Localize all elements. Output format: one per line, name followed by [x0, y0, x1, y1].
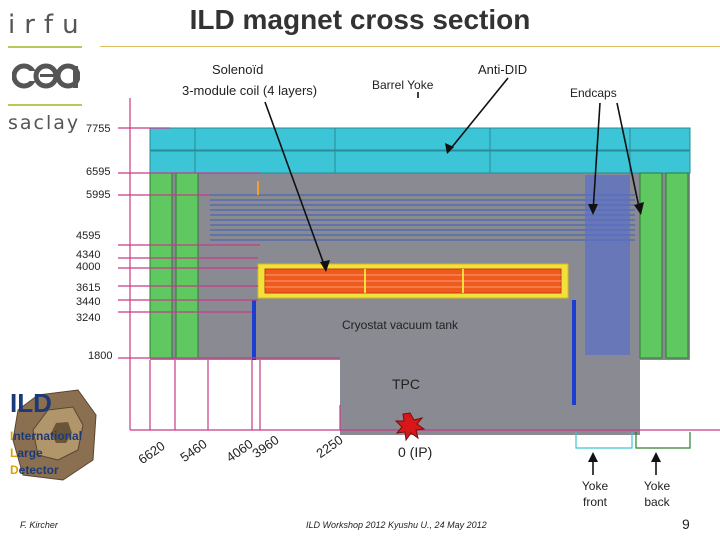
- ild-word: arge: [17, 446, 43, 460]
- endcap-left-2: [175, 172, 199, 359]
- endcap-right-2: [665, 172, 689, 359]
- arrow-heads: [320, 143, 661, 462]
- ip-label: 0 (IP): [398, 444, 433, 460]
- radius-label: 7755: [86, 123, 111, 135]
- radius-label: 3615: [76, 282, 101, 294]
- radius-label: 6595: [86, 166, 111, 178]
- endcaps-label: Endcaps: [570, 86, 617, 100]
- radius-label: 4595: [76, 230, 101, 242]
- yoke-front-bracket: [575, 432, 633, 449]
- ild-letter: L: [10, 446, 18, 460]
- page-number: 9: [682, 516, 690, 532]
- yoke-front-strip: [252, 300, 256, 360]
- barrel-yoke-outer: [149, 127, 691, 151]
- solenoid-label: Solenoïd: [212, 62, 264, 77]
- title-rule: [100, 46, 720, 47]
- ild-logo-title: ILD: [10, 388, 52, 418]
- ild-word: nternational: [13, 429, 83, 443]
- cryostat-label: Cryostat vacuum tank: [342, 318, 459, 332]
- author: F. Kircher: [20, 520, 58, 530]
- anti-did-label: Anti-DID: [478, 62, 528, 77]
- radius-label: 1800: [88, 350, 113, 362]
- radius-label: 3240: [76, 312, 101, 324]
- radius-label: 4340: [76, 249, 101, 261]
- page-title: ILD magnet cross section: [189, 4, 531, 35]
- event-name: ILD Workshop 2012 Kyushu U., 24 May 2012: [306, 520, 487, 530]
- tpc-region: [340, 355, 640, 435]
- ild-letter: D: [10, 463, 19, 477]
- ild-logo-words: International Large Detector: [10, 428, 82, 479]
- radius-label: 3440: [76, 296, 101, 308]
- saclay-logo: saclay: [8, 112, 81, 134]
- radius-label: 5995: [86, 189, 111, 201]
- radius-label: 4000: [76, 261, 101, 273]
- ild-letter: I: [10, 429, 14, 443]
- yoke-front-label: Yoke front: [581, 479, 609, 509]
- yoke-back-bracket: [635, 432, 691, 449]
- ild-detector-image: [12, 389, 97, 481]
- endcap-left-1: [149, 172, 173, 359]
- barrel-yoke-inner: [149, 150, 691, 174]
- endcap-right-1: [639, 172, 663, 359]
- cea-logo: [12, 63, 80, 89]
- logo-divider: [8, 104, 82, 106]
- barrel-yoke-label: Barrel Yoke: [372, 78, 434, 92]
- anti-did-layers: [210, 194, 635, 241]
- logo-divider: [8, 46, 82, 48]
- ip-star: [394, 412, 426, 442]
- yoke-back-label: Yoke back: [643, 479, 671, 509]
- endcap-inner-blue: [585, 175, 630, 355]
- tpc-label: TPC: [392, 376, 420, 392]
- radius-markers: [118, 98, 720, 431]
- ild-word: etector: [18, 463, 59, 477]
- coil-label: 3-module coil (4 layers): [182, 83, 318, 98]
- yoke-back-strip: [572, 300, 576, 405]
- irfu-logo: irfu: [8, 10, 88, 40]
